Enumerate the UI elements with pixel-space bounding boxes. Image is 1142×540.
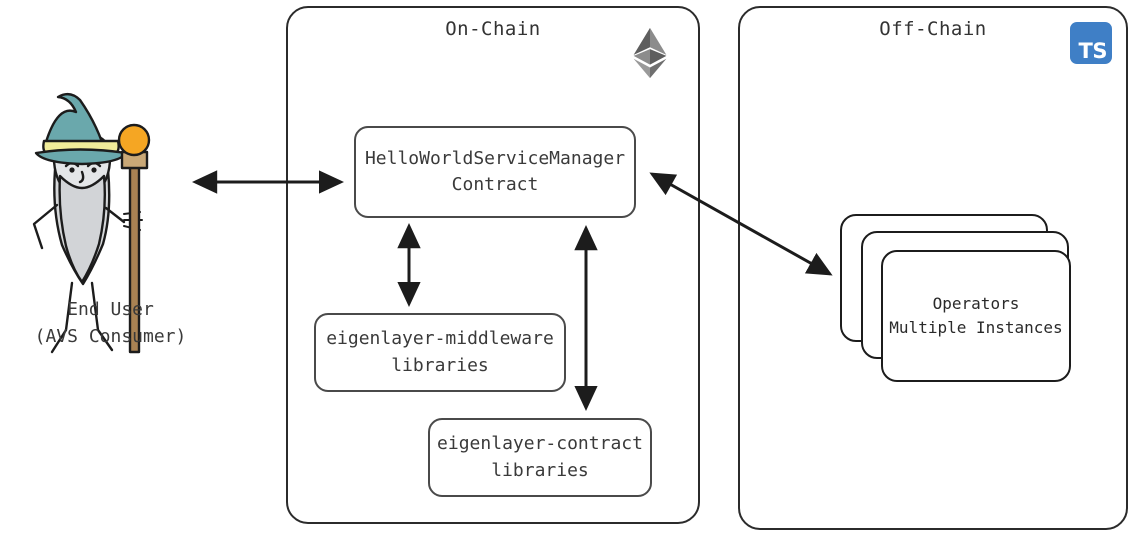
node-eigenlayer-middleware[interactable]: eigenlayer-middleware libraries — [314, 313, 566, 392]
node-service-manager[interactable]: HelloWorldServiceManager Contract — [354, 126, 636, 218]
node-operators-line1: Operators — [932, 294, 1020, 313]
node-eigenlayer-contract-line2: libraries — [491, 459, 589, 481]
node-service-manager-line1: HelloWorldServiceManager — [364, 147, 626, 169]
panel-off-chain-title: Off-Chain — [879, 18, 987, 40]
node-eigenlayer-middleware-line1: eigenlayer-middleware — [326, 328, 554, 350]
node-eigenlayer-contract-line1: eigenlayer-contract — [437, 433, 643, 455]
node-operators[interactable]: Operators Multiple Instances — [881, 250, 1071, 382]
node-service-manager-line2: Contract — [451, 174, 539, 195]
node-eigenlayer-middleware-line2: libraries — [391, 354, 489, 376]
node-eigenlayer-contract[interactable]: eigenlayer-contract libraries — [428, 418, 652, 497]
panel-on-chain-title: On-Chain — [445, 18, 541, 40]
end-user-label: End User (AVS Consumer) — [8, 296, 213, 350]
node-operators-line2: Multiple Instances — [889, 318, 1063, 337]
ethereum-icon — [633, 27, 667, 79]
typescript-icon: TS — [1070, 22, 1112, 64]
end-user-label-line2: (AVS Consumer) — [34, 326, 187, 347]
typescript-icon-label: TS — [1078, 39, 1108, 63]
end-user-label-line1: End User — [67, 299, 154, 320]
